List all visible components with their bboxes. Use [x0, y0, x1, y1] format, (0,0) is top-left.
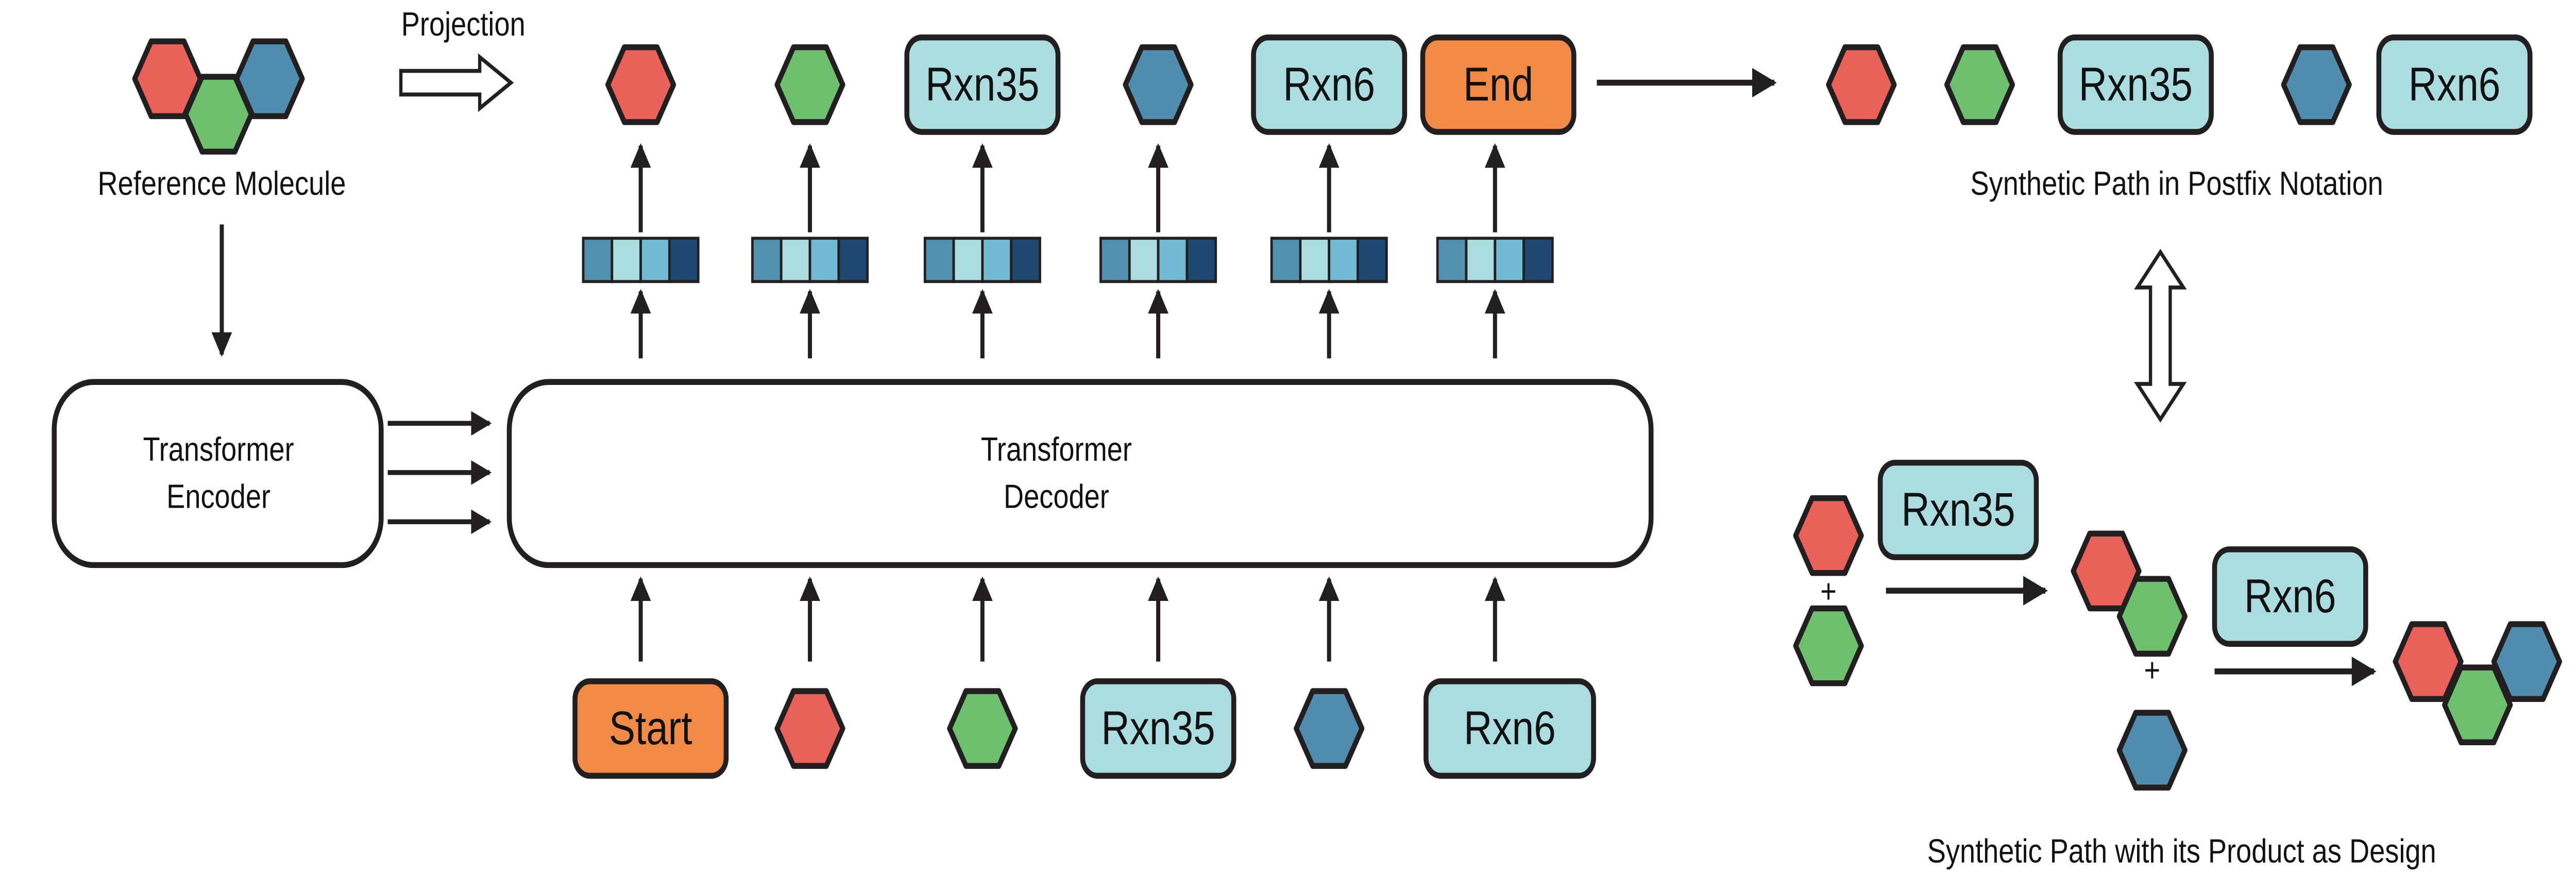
- token-label: Start: [609, 702, 692, 755]
- embedding-cell: [779, 237, 811, 283]
- red-building-block-hex-icon: [1793, 495, 1864, 576]
- red-building-block-hex-icon: [774, 688, 845, 769]
- decoder-embeddings: [582, 143, 1554, 662]
- embedding-cell: [923, 237, 955, 283]
- reaction-token-box: [904, 34, 1061, 135]
- reaction-token-box: [1080, 678, 1236, 779]
- embedding-cell: [1436, 237, 1468, 283]
- token-label: Rxn35: [1101, 702, 1215, 755]
- embedding-cell: [1010, 237, 1041, 283]
- embedding-cell: [1522, 237, 1554, 283]
- design-caption: Synthetic Path with its Product as Desig…: [1927, 832, 2436, 870]
- reaction-token-box: [2376, 34, 2533, 135]
- special-token-box: [572, 678, 729, 779]
- reference-molecule-icon: [132, 38, 305, 155]
- token-label: End: [1463, 58, 1533, 110]
- embedding-vector: [751, 237, 869, 283]
- embedding-cell: [981, 237, 1013, 283]
- decoder-output-tokens: Rxn35 Rxn6 End: [605, 34, 1577, 135]
- token-label: Rxn35: [1901, 483, 2015, 536]
- decoder-label-line2: Decoder: [1004, 478, 1109, 515]
- encoder-label-line2: Encoder: [166, 478, 270, 515]
- decoder-input-tokens: Start Rxn35 Rxn6: [572, 678, 1596, 779]
- blue-building-block-hex-icon: [1294, 688, 1365, 769]
- red-building-block-hex-icon: [1826, 44, 1897, 125]
- embedding-cell: [751, 237, 783, 283]
- embedding-vector: [1099, 237, 1217, 283]
- blue-building-block-hex-icon: [2116, 710, 2188, 791]
- reaction-token-box: [1251, 34, 1408, 135]
- green-building-block-hex-icon: [774, 44, 845, 125]
- embedding-cell: [952, 237, 984, 283]
- embedding-cell: [1357, 237, 1388, 283]
- embedding-vector: [1436, 237, 1554, 283]
- postfix-caption: Synthetic Path in Postfix Notation: [1971, 165, 2383, 203]
- embedding-cell: [1185, 237, 1217, 283]
- embedding-cell: [1157, 237, 1189, 283]
- reaction-token-box: [1877, 460, 2039, 560]
- green-building-block-hex-icon: [2116, 576, 2188, 657]
- postfix-path-tokens: Rxn35 Rxn6: [1826, 34, 2533, 135]
- reference-molecule-label: Reference Molecule: [98, 165, 346, 203]
- token-label: Rxn6: [1464, 702, 1556, 755]
- decoder-label-line1: Transformer: [981, 430, 1132, 468]
- token-label: Rxn6: [2409, 58, 2501, 110]
- equivalence-double-arrow-icon: [2134, 248, 2187, 423]
- green-building-block-hex-icon: [1944, 44, 2015, 125]
- plus-sign: +: [2144, 651, 2160, 689]
- embedding-cell: [1494, 237, 1525, 283]
- embedding-cell: [808, 237, 840, 283]
- red-building-block-hex-icon: [2393, 621, 2464, 702]
- token-label: Rxn35: [2079, 58, 2193, 110]
- token-label: Rxn6: [2244, 570, 2336, 623]
- green-building-block-hex-icon: [2442, 664, 2513, 746]
- transformer-decoder-box: [506, 379, 1654, 568]
- encoder-label-line1: Transformer: [143, 430, 294, 468]
- embedding-cell: [1128, 237, 1160, 283]
- embedding-cell: [1328, 237, 1359, 283]
- token-label: Rxn6: [1283, 58, 1375, 110]
- blue-building-block-hex-icon: [2281, 44, 2352, 125]
- projection-hollow-arrow-icon: [399, 53, 514, 112]
- special-token-box: [1420, 34, 1577, 135]
- green-building-block-hex-icon: [947, 688, 1018, 769]
- embedding-vector: [923, 237, 1041, 283]
- plus-sign: +: [1820, 572, 1837, 610]
- token-label: Rxn35: [925, 58, 1039, 110]
- red-building-block-hex-icon: [2071, 530, 2142, 612]
- embedding-cell: [639, 237, 671, 283]
- embedding-vector: [582, 237, 700, 283]
- red-building-block-hex-icon: [605, 44, 676, 125]
- reaction-token-box: [1423, 678, 1596, 779]
- embedding-cell: [1465, 237, 1497, 283]
- transformer-encoder-box: [52, 379, 384, 568]
- embedding-vector: [1270, 237, 1388, 283]
- reaction-token-box: [2057, 34, 2214, 135]
- embedding-cell: [611, 237, 642, 283]
- embedding-cell: [837, 237, 869, 283]
- embedding-cell: [1299, 237, 1331, 283]
- blue-building-block-hex-icon: [1123, 44, 1194, 125]
- embedding-cell: [1099, 237, 1131, 283]
- projection-label: Projection: [401, 5, 526, 43]
- reaction-token-box: [2212, 546, 2368, 647]
- embedding-cell: [1270, 237, 1302, 283]
- embedding-cell: [582, 237, 614, 283]
- embedding-cell: [668, 237, 700, 283]
- green-building-block-hex-icon: [183, 74, 254, 155]
- green-building-block-hex-icon: [1793, 605, 1864, 686]
